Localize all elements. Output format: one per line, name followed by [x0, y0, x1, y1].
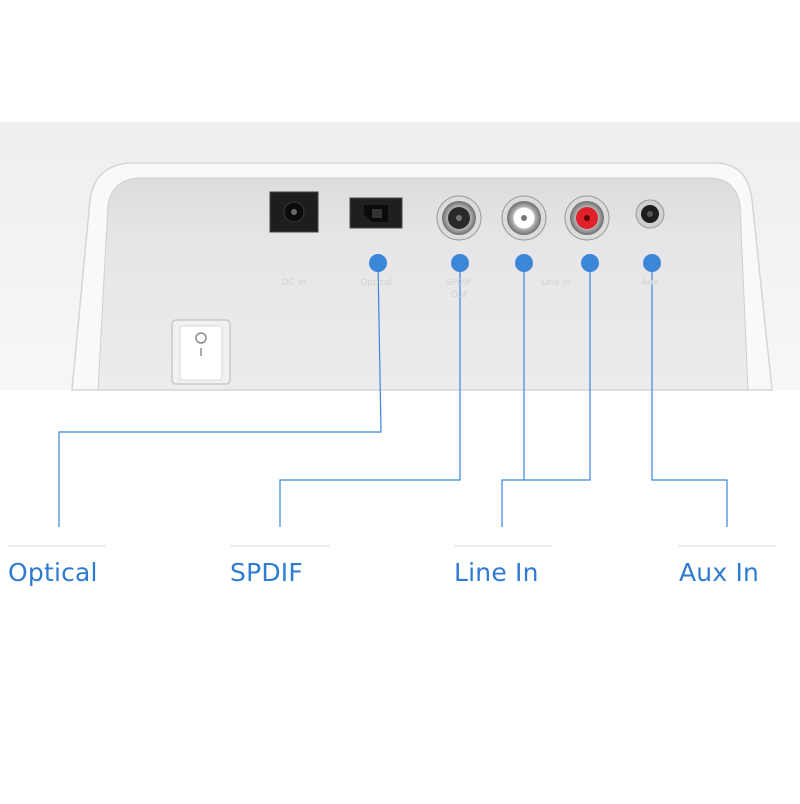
line-in-red-rca-jack-icon — [564, 195, 610, 241]
callout-label-aux-in: Aux In — [679, 558, 760, 587]
optical-callout-line — [58, 262, 382, 527]
line-in-right-callout-line — [501, 263, 591, 527]
aux-dot — [643, 254, 661, 272]
line-in-white-rca-jack-icon — [501, 195, 547, 241]
optical-dot — [369, 254, 387, 272]
callout-label-line-in: Line In — [454, 558, 539, 587]
callout-label-spdif: SPDIF — [230, 558, 303, 587]
line-in-right-dot — [581, 254, 599, 272]
panel-label-optical: Optical — [360, 278, 392, 288]
spdif-callout-line — [279, 263, 461, 527]
panel-label-spdif: SPDIF — [446, 278, 472, 288]
dc-power-jack-icon — [269, 191, 319, 233]
callout-lines — [58, 262, 728, 527]
panel-label-aux: Aux — [641, 278, 659, 288]
panel-label-dc-in: DC In — [281, 278, 307, 288]
aux-in-callout-line — [651, 263, 728, 527]
spdif-dot — [451, 254, 469, 272]
line-in-left-dot — [515, 254, 533, 272]
callout-label-optical: Optical — [8, 558, 98, 587]
spdif-rca-jack-icon — [436, 195, 482, 241]
aux-3.5mm-jack-icon — [635, 199, 665, 229]
panel-label-spdif-sub: Out — [450, 290, 468, 300]
power-rocker-switch-icon — [171, 319, 231, 385]
callout-dots — [369, 254, 661, 272]
panel-label-line-in: Line In — [541, 278, 571, 288]
optical-toslink-port-icon — [349, 197, 403, 229]
